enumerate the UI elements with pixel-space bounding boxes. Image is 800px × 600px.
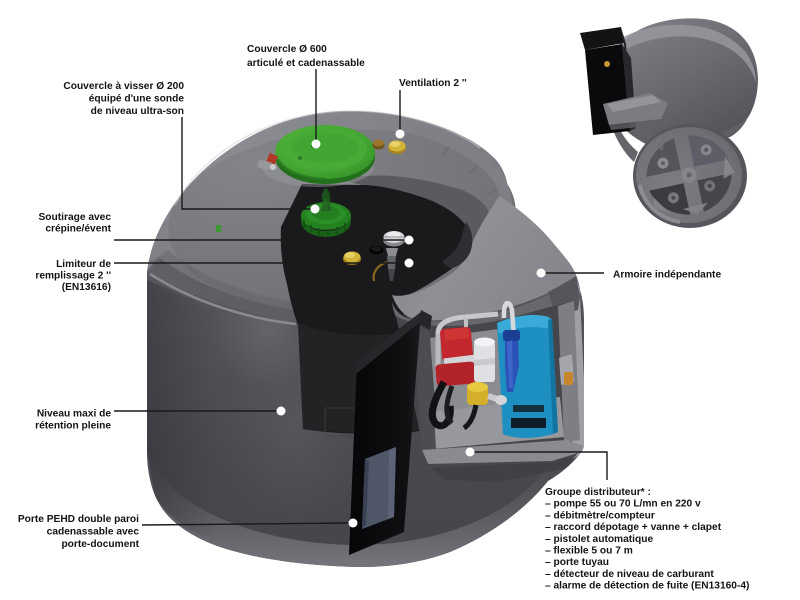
svg-text:Soutirage avec: Soutirage avec [39,212,112,223]
svg-text:Groupe distributeur* :: Groupe distributeur* : [545,487,651,498]
svg-text:– pistolet automatique: – pistolet automatique [545,534,653,545]
svg-text:équipé d'une sonde: équipé d'une sonde [89,94,185,105]
svg-text:– raccord dépotage + vanne + c: – raccord dépotage + vanne + clapet [545,522,722,533]
svg-text:articulé et cadenassable: articulé et cadenassable [247,58,365,69]
svg-text:– débitmètre/compteur: – débitmètre/compteur [545,510,655,521]
svg-text:remplissage 2 '': remplissage 2 '' [35,271,111,282]
svg-text:(EN13616): (EN13616) [62,282,111,293]
svg-text:Armoire indépendante: Armoire indépendante [613,270,721,281]
svg-text:cadenassable avec: cadenassable avec [47,527,140,538]
svg-text:– alarme de détection de fuite: – alarme de détection de fuite (EN13160-… [545,581,749,592]
svg-text:– porte tuyau: – porte tuyau [545,557,609,568]
svg-text:porte-document: porte-document [61,539,139,550]
svg-text:Ventilation 2 '': Ventilation 2 '' [399,78,467,89]
svg-text:– pompe 55 ou 70 L/mn en 220 v: – pompe 55 ou 70 L/mn en 220 v [545,499,701,510]
svg-text:– flexible 5 ou 7 m: – flexible 5 ou 7 m [545,546,633,557]
svg-text:de niveau ultra-son: de niveau ultra-son [91,106,184,117]
svg-text:rétention pleine: rétention pleine [35,421,111,432]
svg-text:Niveau maxi de: Niveau maxi de [37,409,112,420]
svg-text:crépine/évent: crépine/évent [45,224,111,235]
svg-text:Couvercle à visser Ø 200: Couvercle à visser Ø 200 [63,81,184,92]
svg-text:Limiteur de: Limiteur de [56,259,111,270]
svg-text:Couvercle Ø 600: Couvercle Ø 600 [247,44,327,55]
svg-text:Porte PEHD double paroi: Porte PEHD double paroi [18,514,139,525]
svg-text:– détecteur de niveau de carbu: – détecteur de niveau de carburant [545,569,714,580]
